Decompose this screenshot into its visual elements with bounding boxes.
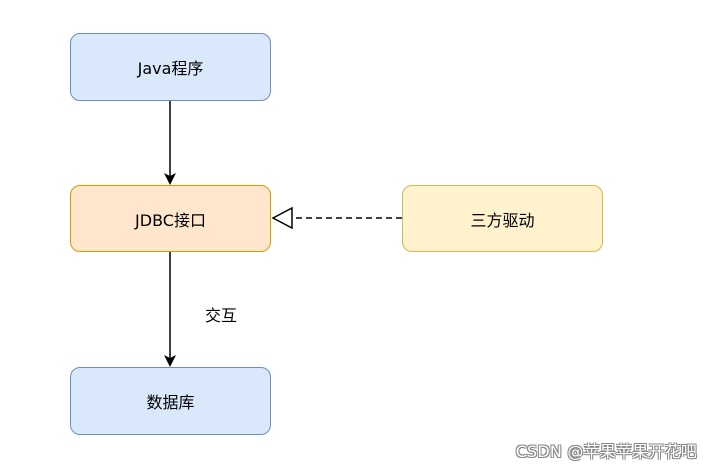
- node-database: 数据库: [70, 367, 271, 435]
- csdn-watermark: CSDN @苹果苹果开花吧: [515, 442, 697, 461]
- realization-arrowhead: [271, 206, 293, 230]
- node-third-party-driver-label: 三方驱动: [470, 210, 535, 230]
- node-jdbc-interface-label: JDBC接口: [135, 210, 206, 230]
- node-jdbc-interface: JDBC接口: [70, 185, 271, 252]
- edge-label-interaction: 交互: [205, 306, 238, 325]
- node-java-program-label: Java程序: [137, 59, 204, 78]
- node-database-label: 数据库: [146, 393, 195, 412]
- node-third-party-driver: 三方驱动: [402, 185, 603, 252]
- node-java-program: Java程序: [70, 33, 271, 101]
